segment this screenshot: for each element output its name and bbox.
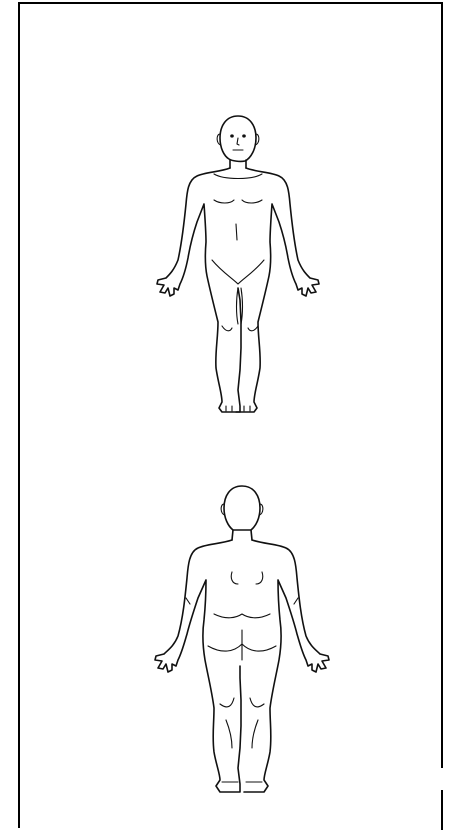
front-knees [222,326,258,331]
front-body-figure[interactable] [0,100,458,420]
front-body-left-side [157,168,241,412]
front-nose [237,138,239,145]
front-right-eye [242,134,246,137]
front-pelvis [212,260,264,284]
back-neck [232,530,252,540]
front-body-outline [0,100,458,420]
front-left-eye [230,134,234,137]
back-body-left-side [155,540,241,792]
front-toes [226,406,250,411]
back-lower-back [214,614,270,618]
back-head [224,486,260,530]
front-chest [214,200,262,203]
back-body-outline [0,480,458,800]
back-elbows [186,598,298,604]
back-calves [226,720,258,748]
front-collarbone [214,174,262,179]
front-abdomen [236,224,237,240]
back-body-figure[interactable] [0,480,458,800]
back-knees [220,698,264,707]
front-body-right-side [236,168,319,412]
frame-top-border [18,2,443,4]
back-shoulder-blades [231,572,263,584]
back-body-right-side [244,540,329,792]
